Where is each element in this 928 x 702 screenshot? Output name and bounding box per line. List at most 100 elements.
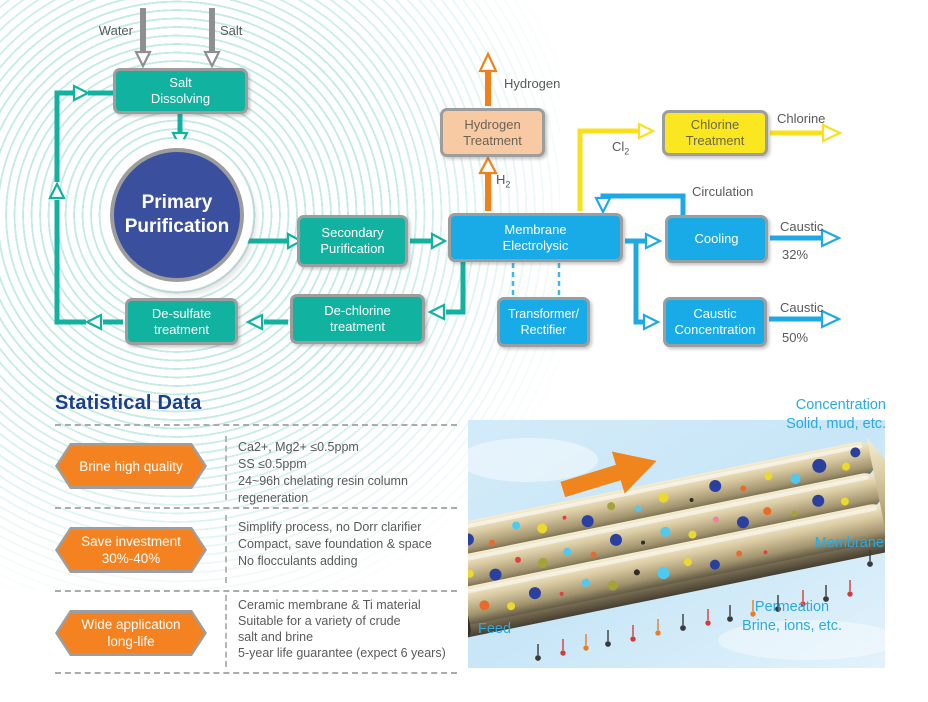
stats-line: No flocculants adding: [238, 554, 358, 568]
badge-save-investment: Save investment 30%-40%: [55, 527, 207, 573]
salt-label: Salt: [220, 23, 243, 38]
caustic50-name-label: Caustic: [780, 300, 824, 315]
membrane-photo: [468, 420, 885, 668]
node-line: Treatment: [463, 132, 522, 148]
stats-row-1-text: Ca2+, Mg2+ ≤0.5ppm SS ≤0.5ppm 24~96h che…: [238, 439, 468, 507]
node-secondary-purification: Secondary Purification: [297, 215, 408, 267]
node-line: Hydrogen: [464, 116, 521, 132]
water-label: Water: [98, 23, 133, 38]
node-de-sulfate-treatment: De-sulfate treatment: [125, 298, 238, 345]
permeation-label: Permeation Brine, ions, etc.: [732, 598, 852, 636]
stats-row-3-text: Ceramic membrane & Ti material Suitable …: [238, 597, 468, 661]
circulation-label: Circulation: [692, 184, 754, 199]
node-line: Dissolving: [150, 91, 211, 106]
hydrogen-arrowheads: [478, 51, 498, 175]
node-line: Caustic: [693, 306, 737, 321]
node-line: Purification: [124, 216, 230, 237]
permeation-line: Brine, ions, etc.: [742, 618, 842, 634]
dashed-divider: [225, 515, 227, 583]
membrane-tube: [468, 437, 885, 643]
stats-heading: Statistical Data: [55, 392, 202, 414]
node-cooling: Cooling: [665, 215, 768, 263]
concentration-line: Solid, mud, etc.: [786, 416, 886, 432]
badge-face: Wide application long-life: [58, 613, 204, 653]
node-line: Transformer/: [507, 307, 580, 321]
badge-line: 30%-40%: [101, 551, 161, 566]
node-line: Secondary: [321, 225, 384, 240]
node-line: Rectifier: [520, 323, 567, 337]
node-line: Treatment: [685, 133, 745, 148]
particle-dots: [468, 447, 861, 611]
caustic-lines: [600, 193, 822, 325]
badge-wide-application: Wide application long-life: [55, 610, 207, 656]
dashed-separator: [55, 672, 457, 674]
hydrogen-output-label: Hydrogen: [504, 76, 561, 91]
node-line: Cooling: [694, 231, 739, 246]
node-line: Purification: [320, 241, 385, 256]
caustic32-name-label: Caustic: [780, 219, 824, 234]
node-line: Concentration: [674, 322, 756, 337]
caustic-arrowheads: [594, 196, 842, 331]
node-line: Membrane: [504, 221, 567, 237]
stats-line: Simplify process, no Dorr clarifier: [238, 520, 422, 534]
node-de-chlorine-treatment: De-chlorine treatment: [290, 294, 425, 344]
badge-line: Save investment: [81, 534, 181, 549]
permeation-droplets: [535, 550, 873, 661]
concentration-line: Concentration: [795, 397, 886, 413]
node-line: De-sulfate: [151, 305, 212, 321]
node-line: treatment: [330, 319, 385, 334]
dashed-divider: [225, 436, 227, 500]
stats-line: Suitable for a variety of crude: [238, 614, 401, 628]
node-primary-purification: Primary Purification: [110, 148, 244, 282]
ripple-fade-overlay: [0, 0, 560, 590]
node-chlorine-treatment: Chlorine Treatment: [662, 110, 768, 156]
chlorine-output-label: Chlorine: [777, 111, 826, 126]
stats-line: Ceramic membrane & Ti material: [238, 598, 421, 612]
badge-line: Brine high quality: [79, 458, 183, 474]
stats-line: Compact, save foundation & space: [238, 537, 432, 551]
brine-arrowheads: [48, 84, 448, 331]
stats-line: 24~96h chelating resin column regenerati…: [238, 474, 408, 505]
permeation-line: Permeation: [754, 599, 830, 615]
node-salt-dissolving: Salt Dissolving: [113, 68, 248, 114]
badge-line: long-life: [107, 634, 155, 649]
dashed-separator: [55, 424, 457, 426]
node-caustic-concentration: Caustic Concentration: [663, 297, 767, 347]
brine-lines: [54, 90, 466, 325]
stats-line: salt and brine: [238, 630, 314, 644]
cl2-label: Cl2: [612, 139, 630, 157]
node-line: Salt: [169, 75, 192, 90]
stats-line: SS ≤0.5ppm: [238, 457, 307, 471]
dashed-separator: [55, 590, 457, 592]
h2-label: H2: [496, 172, 511, 190]
stats-line: Ca2+, Mg2+ ≤0.5ppm: [238, 440, 359, 454]
node-membrane-electrolysic: Membrane Electrolysic: [448, 213, 623, 262]
dashed-separator: [55, 507, 457, 509]
badge-brine-high-quality: Brine high quality: [55, 443, 207, 489]
stats-line: 5-year life guarantee (expect 6 years): [238, 646, 446, 660]
rectifier-dashed-lines: [511, 263, 561, 295]
water-salt-arrowheads: [134, 50, 221, 69]
caustic50-value-label: 50%: [782, 330, 809, 345]
node-line: De-chlorine: [324, 303, 391, 318]
badge-face: Brine high quality: [58, 446, 204, 486]
chlorine-lines: [577, 128, 823, 211]
node-line: Chlorine: [690, 117, 740, 132]
badge-face: Save investment 30%-40%: [58, 530, 204, 570]
flow-direction-arrow: [560, 451, 657, 498]
node-line: treatment: [154, 321, 209, 337]
dashed-divider: [225, 595, 227, 667]
node-hydrogen-treatment: Hydrogen Treatment: [440, 108, 545, 157]
feed-label: Feed: [478, 621, 512, 637]
water-salt-arrows: [140, 8, 215, 52]
chlorine-arrowheads: [637, 122, 843, 143]
membrane-label: Membrane: [814, 535, 884, 551]
stats-row-2-text: Simplify process, no Dorr clarifier Comp…: [238, 519, 468, 570]
node-line: Primary: [141, 192, 213, 213]
process-flow-lines: [48, 8, 843, 331]
badge-line: Wide application: [81, 617, 181, 632]
node-transformer-rectifier: Transformer/ Rectifier: [497, 297, 590, 347]
caustic32-value-label: 32%: [782, 247, 809, 262]
node-line: Electrolysic: [502, 237, 569, 253]
